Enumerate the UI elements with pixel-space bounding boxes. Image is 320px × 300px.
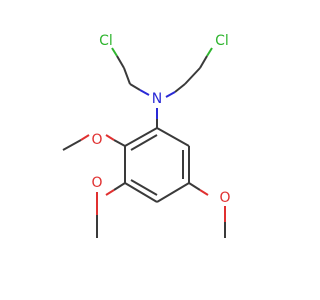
bond-c-n-right xyxy=(165,91,176,98)
oxygen-label-middle: O xyxy=(91,175,102,191)
oxygen-label-upper: O xyxy=(91,132,102,148)
bond-o-ch3-upper-2 xyxy=(62,139,82,151)
bond-c-c-left xyxy=(123,67,131,85)
nitrogen-label: N xyxy=(152,91,162,107)
bond-cl-right-c xyxy=(199,55,208,69)
bond-c-c-right xyxy=(184,67,201,85)
bond-cl-left-c xyxy=(116,55,125,69)
molecule-structure: Cl Cl N O O O xyxy=(62,33,231,238)
bond-ring-o-middle-2 xyxy=(105,189,115,196)
ring-bond-3 xyxy=(156,182,190,203)
bond-cl-right-c xyxy=(206,47,213,57)
chlorine-label-left: Cl xyxy=(99,33,113,49)
ring-bond-6 xyxy=(124,127,158,147)
bond-c-c-left-2 xyxy=(129,83,141,91)
oxygen-label-right: O xyxy=(219,190,230,206)
bond-ring-o-right-2 xyxy=(199,189,209,196)
bond-o-ch3-upper xyxy=(80,134,90,141)
bond-ring-o-middle xyxy=(113,182,126,191)
ring-bond-4 xyxy=(124,182,158,203)
bond-ring-o-upper-2 xyxy=(105,134,115,141)
chlorine-label-right: Cl xyxy=(215,33,229,49)
ring-bond-4-inner xyxy=(130,179,158,196)
bond-c-c-right-2 xyxy=(174,83,186,93)
bond-c-n-left xyxy=(139,89,150,96)
bond-ring-o-upper xyxy=(113,139,126,147)
ring-bond-1 xyxy=(156,127,190,147)
bond-cl-left-c xyxy=(111,47,118,57)
bond-ring-o-right xyxy=(188,182,201,191)
ring-bond-6-inner xyxy=(130,134,158,151)
